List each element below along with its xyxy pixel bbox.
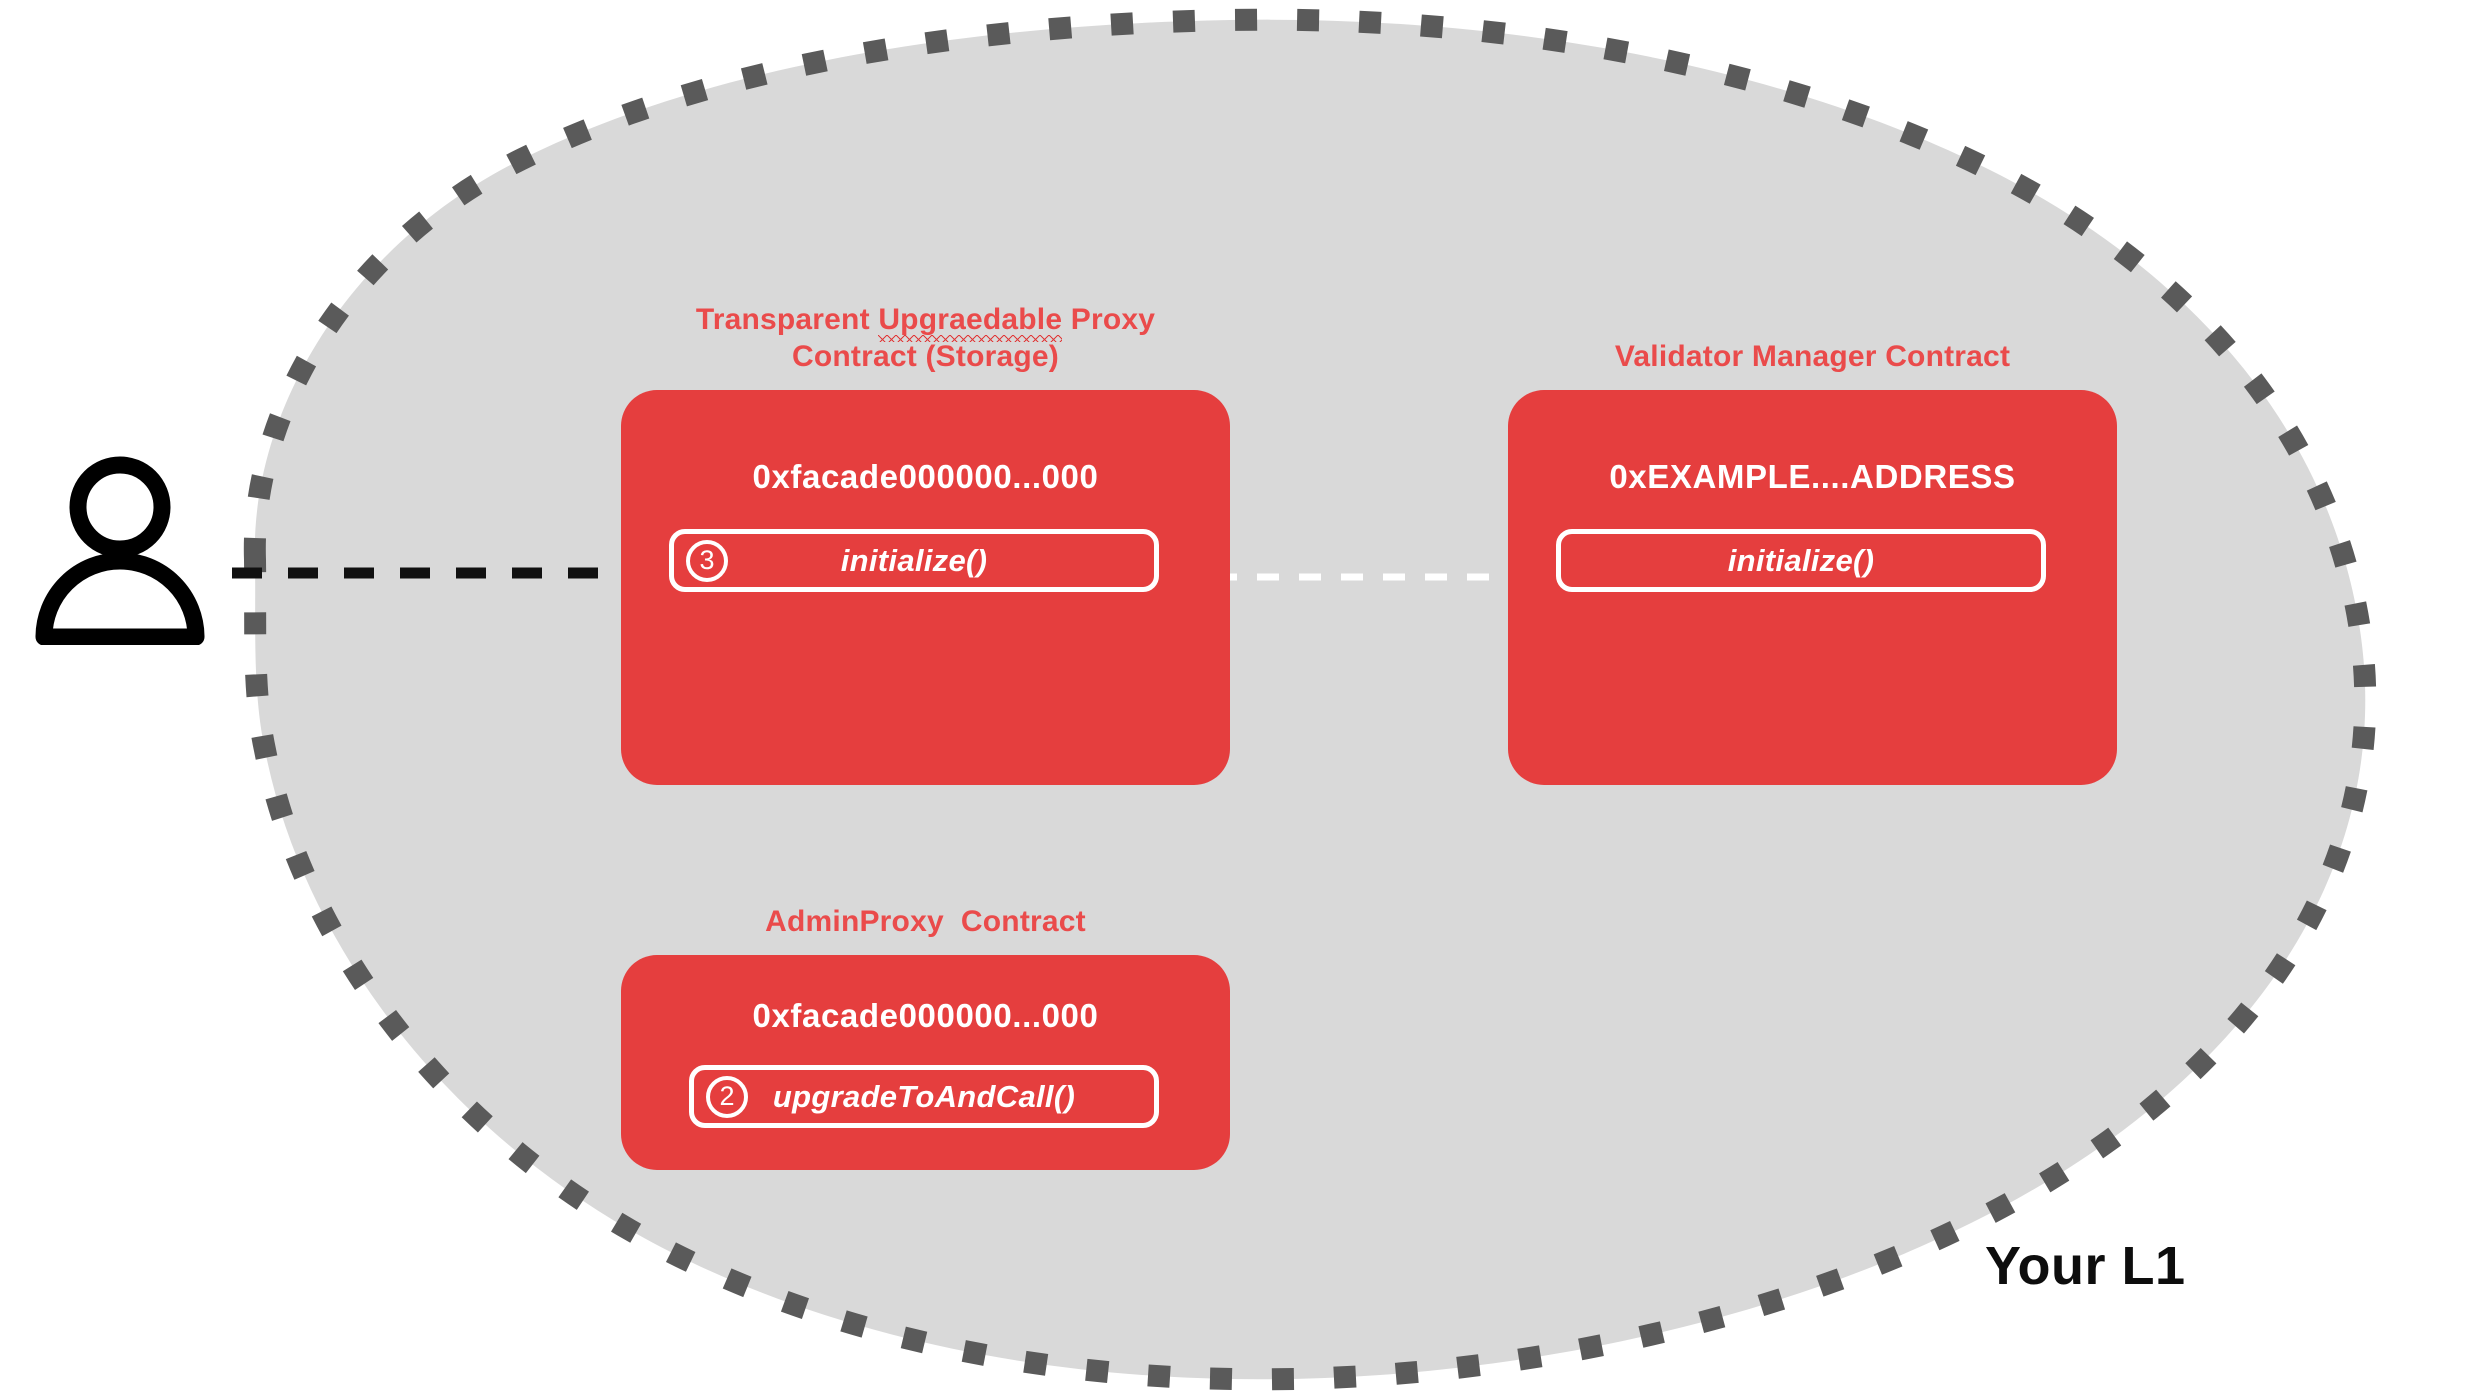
method-label: initialize()	[1727, 542, 1875, 578]
contract-admin-proxy[interactable]: AdminProxy Contract 0xfacade000000...000…	[621, 905, 1230, 1170]
title-line-2: Contract (Storage)	[792, 340, 1059, 374]
region-label-your-l1: Your L1	[1985, 1236, 2186, 1296]
title-part-pre: Transparent	[695, 303, 879, 337]
contract-address: 0xfacade000000...000	[752, 997, 1099, 1034]
contract-card: 0xfacade000000...000 3 initialize()	[621, 390, 1230, 785]
title-part-post: Proxy	[1062, 303, 1156, 337]
user-icon	[35, 456, 205, 645]
title-part-misspelled-squiggle: Upgraedable	[878, 302, 1063, 342]
method-initialize[interactable]: initialize()	[1556, 529, 2046, 592]
contract-address: 0xfacade000000...000	[752, 458, 1099, 495]
contract-address: 0xEXAMPLE....ADDRESS	[1609, 458, 2016, 495]
contract-card: 0xfacade000000...000 2 upgradeToAndCall(…	[621, 955, 1230, 1170]
contract-card: 0xEXAMPLE....ADDRESS initialize()	[1508, 390, 2117, 785]
method-label: upgradeToAndCall()	[772, 1078, 1076, 1114]
method-initialize[interactable]: 3 initialize()	[669, 529, 1159, 592]
contract-title-validator-manager: Validator Manager Contract	[1614, 340, 2011, 374]
contract-validator-manager[interactable]: Validator Manager Contract 0xEXAMPLE....…	[1508, 340, 2117, 785]
method-label: initialize()	[840, 542, 988, 578]
contract-title-admin-proxy: AdminProxy Contract	[765, 905, 1086, 939]
method-upgrade-to-and-call[interactable]: 2 upgradeToAndCall()	[689, 1065, 1159, 1128]
step-badge-2: 2	[706, 1075, 748, 1118]
step-badge-3: 3	[686, 539, 728, 582]
